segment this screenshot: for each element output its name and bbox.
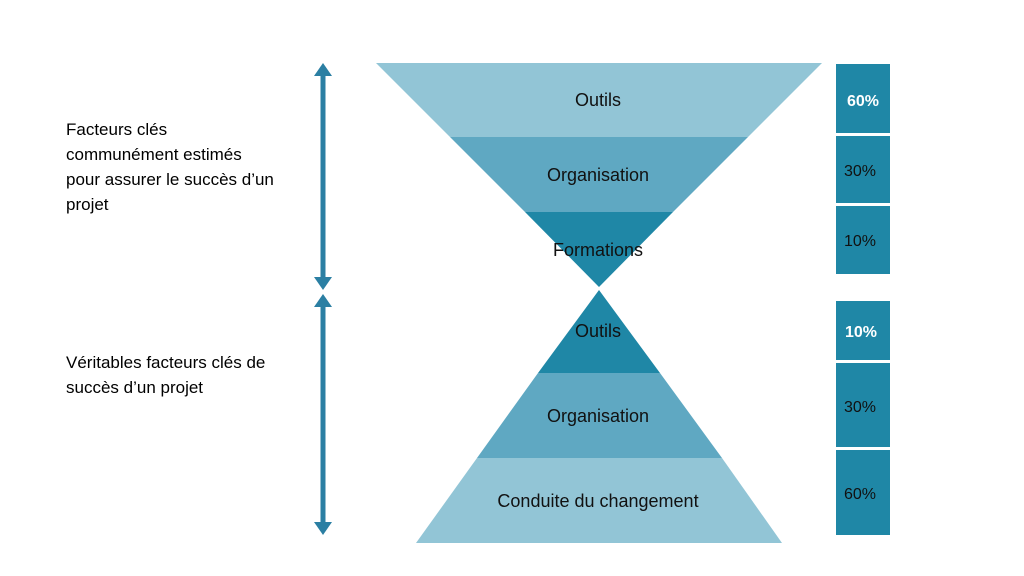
funnel-top-label-outils: Outils [575,90,621,110]
pyramid-bottom-segment-conduite [416,458,782,543]
top-pct-box-2 [836,136,890,203]
funnel-top-segment-organisation [450,137,748,212]
pyramid-bottom-label-conduite: Conduite du changement [497,491,698,511]
bottom-pct-box-1 [836,301,890,360]
bottom-range-arrow [314,294,332,535]
pyramid-bottom-segment-outils [538,290,660,373]
funnel-top-segment-formations [525,212,673,287]
top-range-arrow [314,63,332,290]
bottom-percentage-column: 10% 30% 60% [836,301,890,535]
top-pct-box-3 [836,206,890,274]
bottom-group-label: Véritables facteurs clés de succès d’un … [66,353,266,397]
bottom-pct-box-3 [836,450,890,535]
top-group-label: Facteurs clés communément estimés pour a… [66,120,274,214]
top-pct-1: 60% [847,93,879,110]
bottom-pct-2: 30% [844,399,876,416]
bottom-pct-3: 60% [844,486,876,503]
bottom-pct-1: 10% [845,324,877,341]
bottom-pct-box-2 [836,363,890,447]
funnel-top-label-organisation: Organisation [547,165,649,185]
pyramid-bottom-segment-organisation [477,373,722,458]
top-pct-2: 30% [844,163,876,180]
pyramid-bottom-label-outils: Outils [575,321,621,341]
funnel-top-label-formations: Formations [553,240,643,260]
top-pct-box-1 [836,64,890,133]
top-percentage-column: 60% 30% 10% [836,64,890,274]
top-pct-3: 10% [844,233,876,250]
funnel-top-segment-outils [376,63,822,137]
pyramid-bottom-label-organisation: Organisation [547,406,649,426]
